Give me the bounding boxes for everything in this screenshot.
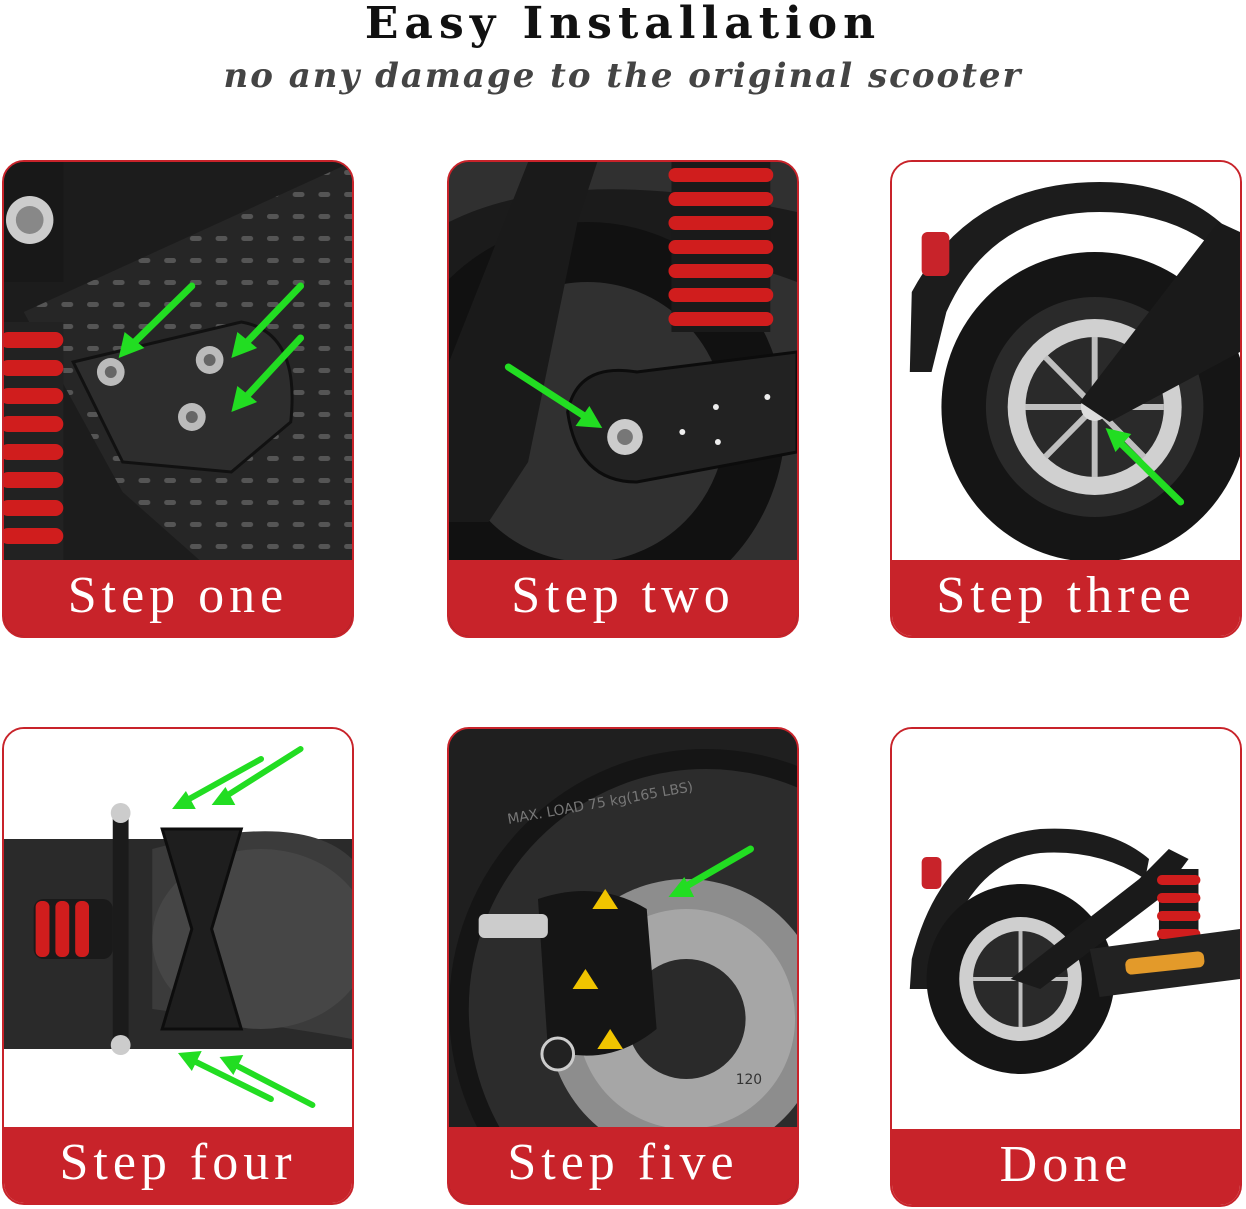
- step-card-two: Step two: [447, 160, 799, 638]
- done-photo: [892, 729, 1240, 1129]
- disc-size-text: 120: [736, 1072, 762, 1088]
- step-card-five: MAX. LOAD 75 kg(165 LBS) 120 Step five: [447, 727, 799, 1205]
- step-two-photo: [449, 162, 797, 562]
- step-label: Step four: [4, 1127, 352, 1203]
- step-label: Done: [892, 1129, 1240, 1205]
- step-card-one: Step one: [2, 160, 354, 638]
- step-four-photo: [4, 729, 352, 1129]
- step-label: Step three: [892, 560, 1240, 636]
- step-card-done: Done: [890, 727, 1242, 1207]
- page-subtitle: no any damage to the original scooter: [223, 56, 1023, 96]
- step-one-photo: [4, 162, 352, 562]
- step-five-photo: MAX. LOAD 75 kg(165 LBS) 120: [449, 729, 797, 1129]
- step-label: Step two: [449, 560, 797, 636]
- page-title: Easy Installation: [364, 0, 882, 49]
- step-label: Step one: [4, 560, 352, 636]
- step-card-four: Step four: [2, 727, 354, 1205]
- step-card-three: Step three: [890, 160, 1242, 638]
- step-label: Step five: [449, 1127, 797, 1203]
- step-three-photo: [892, 162, 1240, 562]
